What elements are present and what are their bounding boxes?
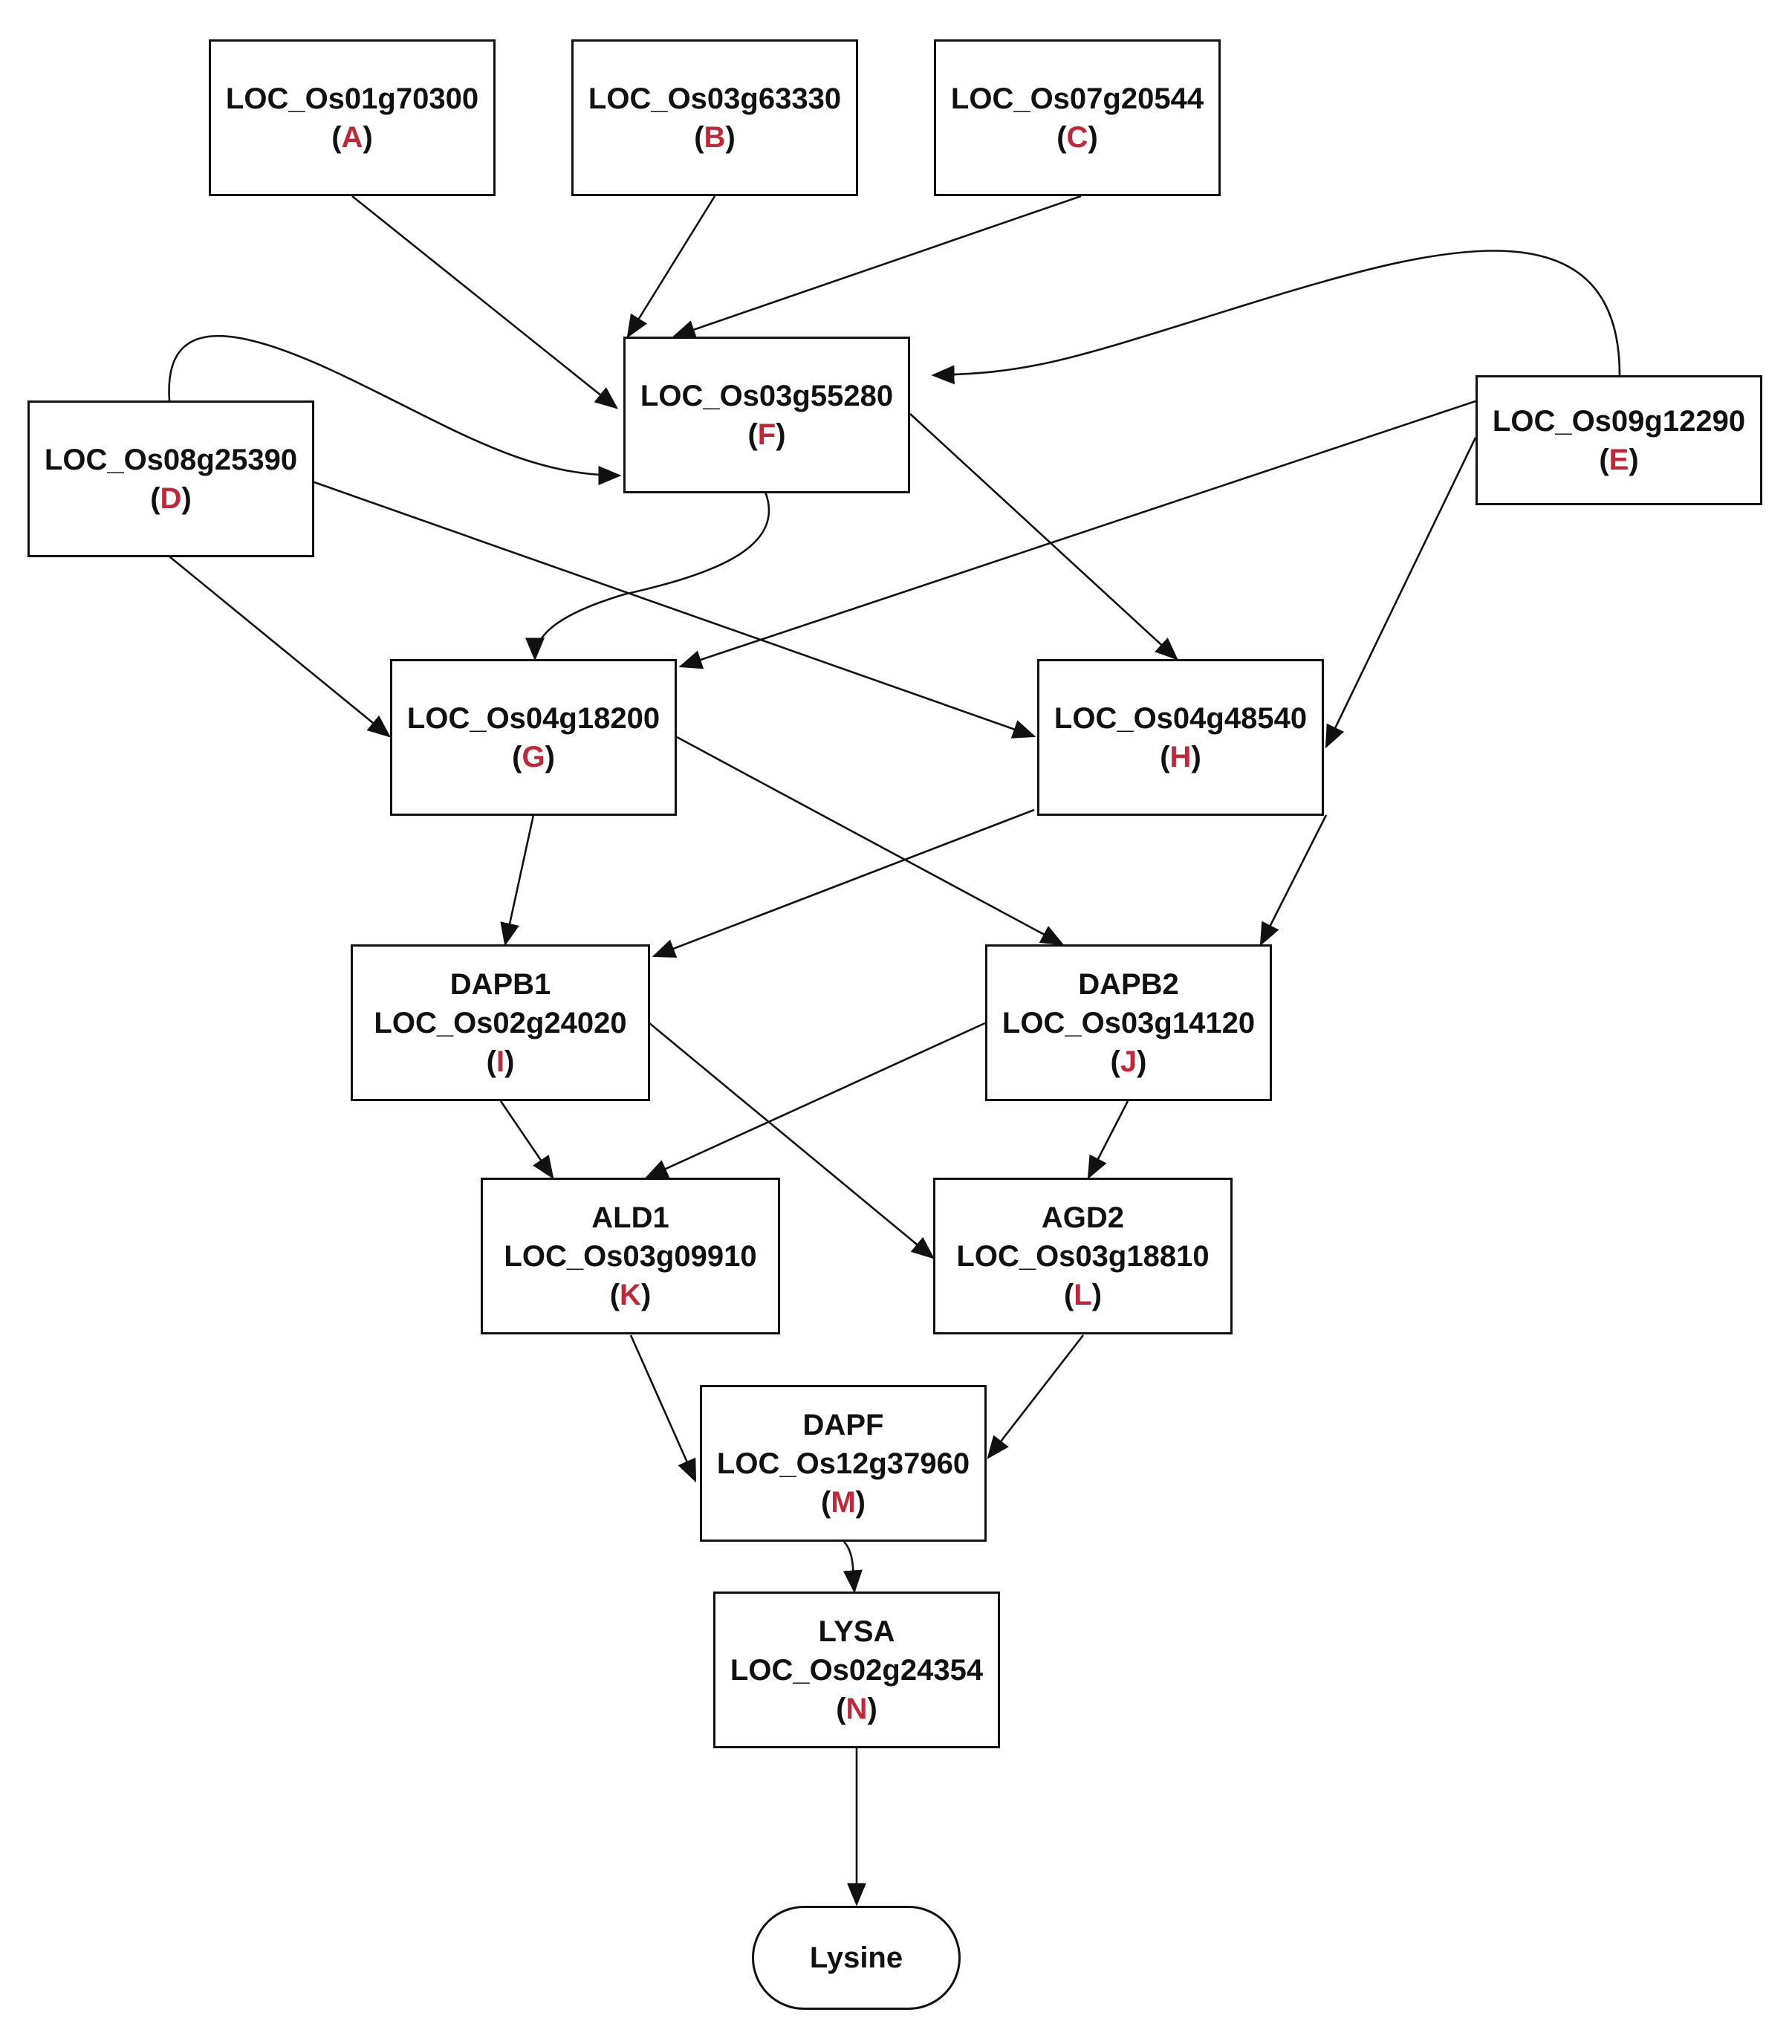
gene-node-e: LOC_Os09g12290 (E) bbox=[1476, 375, 1762, 505]
gene-node-h: LOC_Os04g48540 (H) bbox=[1037, 659, 1324, 816]
edge-d-to-h bbox=[314, 481, 1036, 739]
edge-j-to-k bbox=[644, 1022, 986, 1179]
gene-label: AGD2 bbox=[1041, 1201, 1125, 1234]
edge-d-to-f bbox=[168, 335, 622, 485]
edge-l-to-m bbox=[987, 1334, 1085, 1460]
locus-label: LOC_Os03g14120 bbox=[1001, 1006, 1256, 1039]
gene-node-d: LOC_Os08g25390 (D) bbox=[27, 400, 314, 557]
locus-label: LOC_Os03g55280 bbox=[640, 379, 894, 412]
edge-b-to-f bbox=[626, 195, 716, 339]
edge-h-to-i bbox=[652, 808, 1035, 958]
node-letter: N bbox=[845, 1692, 868, 1725]
gene-label: DAPB1 bbox=[449, 967, 551, 1001]
locus-label: LOC_Os12g37960 bbox=[716, 1447, 970, 1480]
edge-e-to-f bbox=[931, 250, 1621, 385]
locus-label: LOC_Os02g24020 bbox=[374, 1006, 627, 1039]
locus-label: LOC_Os09g12290 bbox=[1492, 404, 1746, 438]
terminal-label: Lysine bbox=[809, 1941, 903, 1974]
node-letter: A bbox=[341, 120, 363, 154]
edge-a-to-f bbox=[351, 195, 619, 409]
edge-f-to-g bbox=[525, 491, 770, 661]
edge-k-to-m bbox=[629, 1334, 697, 1483]
gene-node-b: LOC_Os03g63330 (B) bbox=[571, 39, 858, 196]
edge-i-to-k bbox=[499, 1100, 554, 1180]
gene-node-g: LOC_Os04g18200 (G) bbox=[390, 659, 677, 816]
locus-label: LOC_Os03g09910 bbox=[504, 1239, 757, 1273]
gene-label: LYSA bbox=[818, 1615, 895, 1648]
edge-m-to-n bbox=[843, 1541, 863, 1594]
gene-label: DAPF bbox=[802, 1408, 884, 1441]
gene-node-l: AGD2 LOC_Os03g18810 (L) bbox=[933, 1178, 1233, 1334]
locus-label: LOC_Os01g70300 bbox=[225, 82, 479, 115]
gene-node-c: LOC_Os07g20544 (C) bbox=[934, 39, 1221, 196]
locus-label: LOC_Os02g24354 bbox=[730, 1653, 984, 1687]
node-letter: B bbox=[704, 120, 726, 154]
gene-label: ALD1 bbox=[591, 1201, 669, 1234]
locus-label: LOC_Os03g63330 bbox=[588, 82, 842, 115]
node-letter: E bbox=[1608, 443, 1629, 476]
gene-label: DAPB2 bbox=[1078, 967, 1179, 1001]
gene-node-f: LOC_Os03g55280 (F) bbox=[623, 337, 910, 493]
edge-e-to-h bbox=[1325, 437, 1477, 749]
node-letter: F bbox=[757, 418, 776, 451]
edge-d-to-g bbox=[169, 555, 392, 738]
node-letter: K bbox=[620, 1278, 641, 1311]
locus-label: LOC_Os04g18200 bbox=[406, 701, 660, 735]
node-letter: D bbox=[160, 481, 182, 515]
node-letter: I bbox=[496, 1045, 505, 1078]
edge-i-to-l bbox=[649, 1022, 935, 1259]
edge-f-to-h bbox=[909, 413, 1178, 661]
node-letter: L bbox=[1074, 1278, 1092, 1311]
edge-g-to-i bbox=[500, 814, 535, 947]
gene-node-a: LOC_Os01g70300 (A) bbox=[209, 39, 496, 196]
lysine-terminal-node: Lysine bbox=[752, 1906, 961, 2010]
edge-j-to-l bbox=[1087, 1100, 1129, 1180]
locus-label: LOC_Os04g48540 bbox=[1054, 701, 1308, 735]
edge-g-to-j bbox=[676, 736, 1065, 946]
node-letter: M bbox=[831, 1485, 856, 1519]
gene-node-j: DAPB2 LOC_Os03g14120 (J) bbox=[985, 944, 1272, 1101]
gene-node-m: DAPF LOC_Os12g37960 (M) bbox=[700, 1385, 987, 1542]
locus-label: LOC_Os03g18810 bbox=[956, 1239, 1210, 1273]
node-letter: H bbox=[1169, 740, 1192, 773]
node-letter: C bbox=[1066, 120, 1088, 154]
node-letter: G bbox=[522, 740, 545, 773]
edge-h-to-j bbox=[1259, 814, 1328, 947]
locus-label: LOC_Os08g25390 bbox=[44, 443, 298, 476]
gene-node-k: ALD1 LOC_Os03g09910 (K) bbox=[481, 1178, 780, 1334]
node-letter: J bbox=[1120, 1045, 1137, 1078]
locus-label: LOC_Os07g20544 bbox=[950, 82, 1204, 115]
gene-node-n: LYSA LOC_Os02g24354 (N) bbox=[713, 1592, 1000, 1748]
edge-e-to-g bbox=[678, 400, 1476, 669]
gene-node-i: DAPB1 LOC_Os02g24020 (I) bbox=[351, 944, 650, 1101]
edge-c-to-f bbox=[672, 195, 1082, 339]
